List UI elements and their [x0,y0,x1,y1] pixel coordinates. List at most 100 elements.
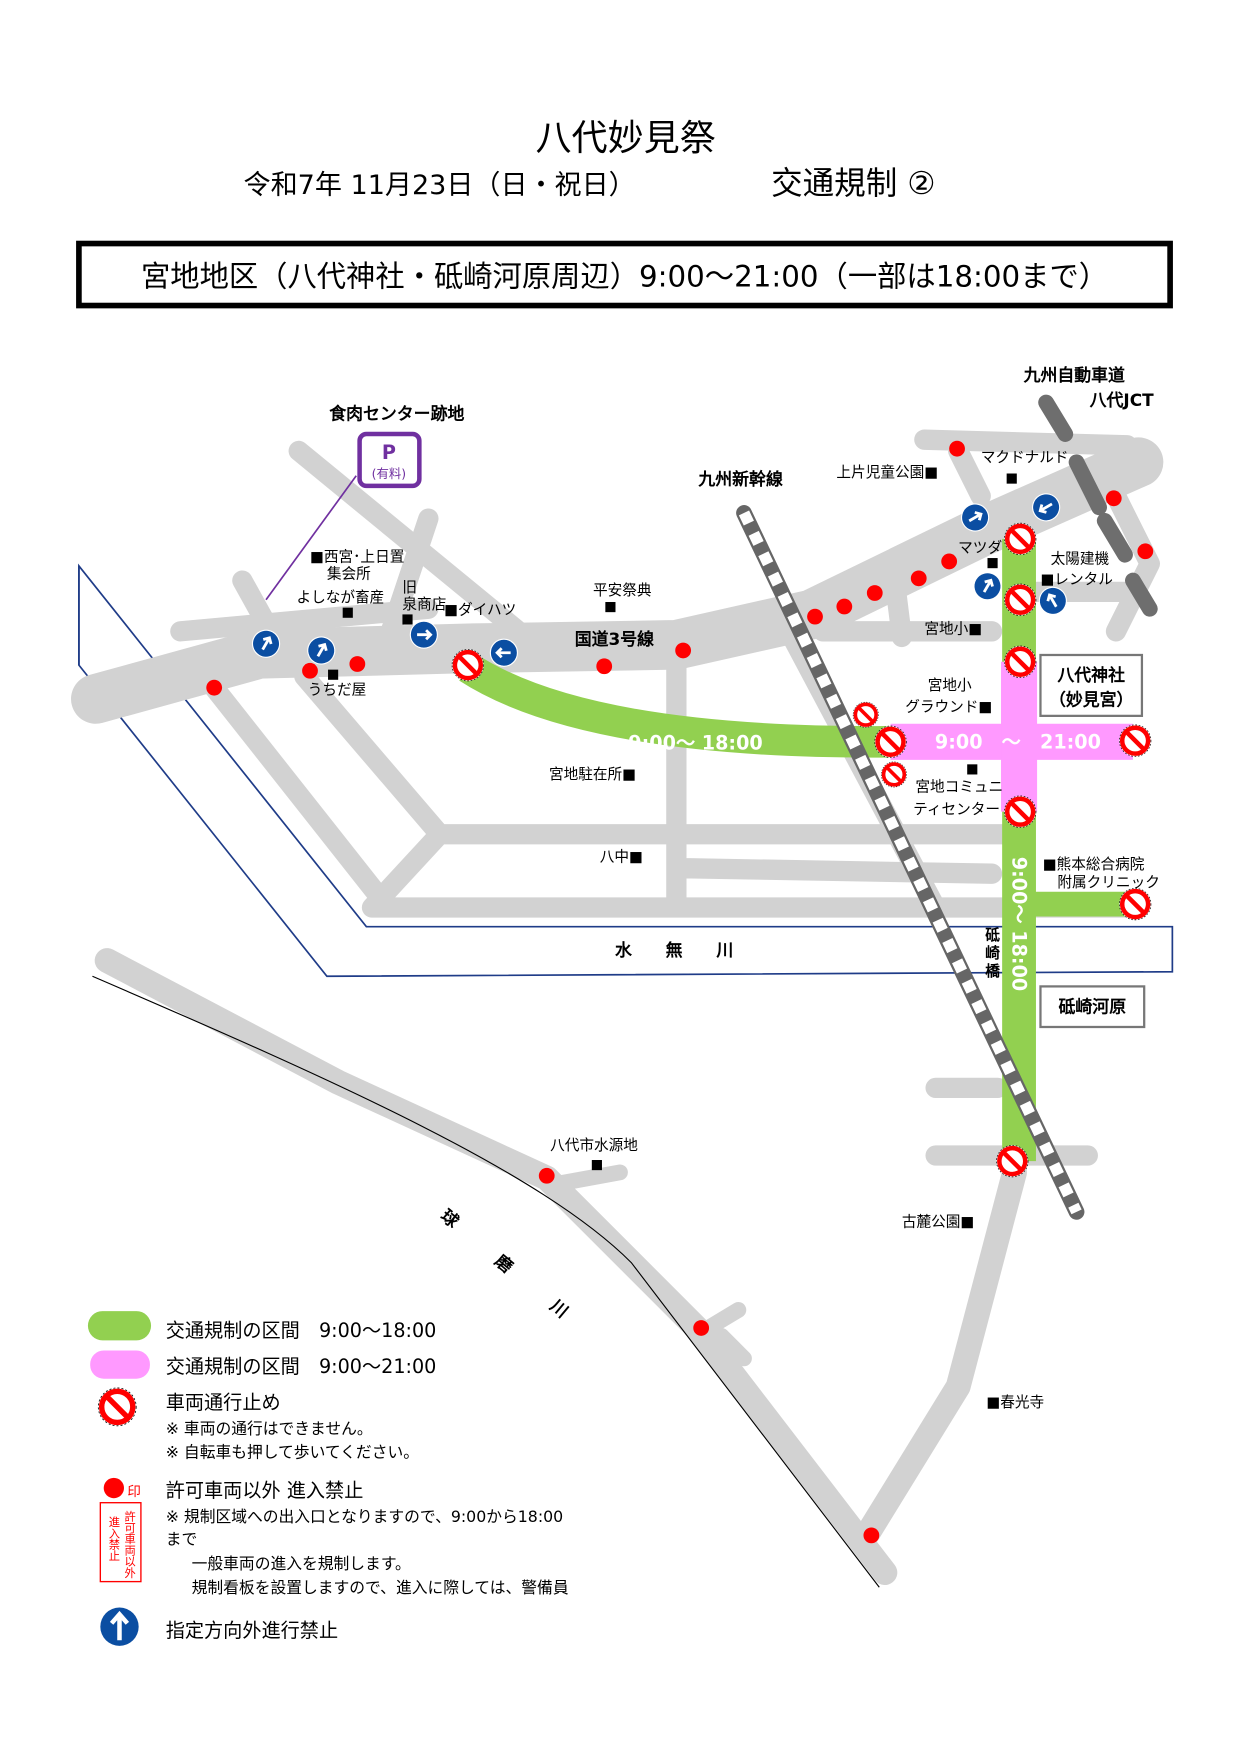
no-entry-icon [452,649,484,681]
permit-sign-box [99,1502,142,1583]
parking-box [357,431,422,489]
shrine-box [1039,653,1144,717]
landmark-label: うちだ屋 [308,681,367,698]
green-section-west [459,654,891,758]
green-time-label: 9:00～ 18:00 [628,732,762,755]
permit-dot [866,585,883,601]
no-entry-icon [851,700,881,730]
date-subtitle: 令和7年 11月23日（日・祝日） [244,170,636,201]
landmark-label: 旧 [402,579,417,596]
legend-permit-note: 規制看板を設置しますので、進入に際しては、警備員 [192,1578,569,1597]
permit-dot [675,642,692,659]
legend-permit-note: ※ 規制区域への出入口となりますので、9:00から18:00 [166,1507,564,1526]
landmark-label: 太陽建機 [1051,551,1110,568]
parking-icon: P [382,441,396,464]
no-entry-icon [1004,523,1036,555]
legend-pink-label: 交通規制の区間 9:00～21:00 [166,1355,437,1378]
banner-box [76,240,1173,309]
landmark-label: よしなが畜産 [296,589,384,606]
permit-dot [836,598,853,615]
permit-dot [910,570,927,587]
landmark-label: グラウンド■ [905,698,992,715]
no-entry-icon [997,1145,1029,1177]
permit-dot [1105,490,1122,507]
kuma-river-char: 川 [546,1295,573,1322]
mizunashi-river-label: 水 無 川 [615,940,733,960]
legend-green-swatch [87,1311,152,1341]
expressway-label: 九州自動車道 [1023,365,1125,385]
kawara-label: 砥崎河原 [1059,996,1127,1016]
landmarks: ■西宮･上日置 集会所 よしなが畜産 旧 泉商店 ■ダイハツ うちだ屋 平安祭典… [296,449,1159,1411]
landmark-label: ■レンタル [1040,571,1112,588]
legend-stop-note: ※ 車両の通行はできません。 [166,1419,373,1438]
landmark-label: 泉商店 [402,596,446,613]
route3-label: 国道3号線 [575,629,654,649]
parking-fee-note: (有料) [372,466,406,481]
green-vertical-time-label: 9:00～ 18:00 [1007,857,1030,991]
bridge-char: 崎 [985,945,1000,962]
legend-no-entry-icon [98,1388,136,1426]
pink-time-label: 9:00 ～ 21:00 [935,731,1101,754]
jct-label: 八代JCT [1090,390,1154,410]
permit-dot [863,1527,880,1544]
legend-stop-note: ※ 自転車も押して歩いてください。 [166,1443,419,1462]
permit-dot [941,553,958,570]
legend-permit-title: 許可車両以外 進入禁止 [166,1479,364,1502]
landmark-label: ■ダイハツ [444,601,516,618]
landmark-label: 八代市水源地 [550,1137,638,1154]
left-arrow-icon [488,637,519,668]
landmark-label: ■西宮･上日置 [310,548,404,565]
shrine-name: 八代神社 [1057,665,1125,685]
permit-dot [206,679,223,696]
kuma-river-line [92,975,880,1588]
landmark-label: 宮地コミュニ [915,778,1003,795]
no-entry-icon [879,760,909,789]
legend-pink-swatch [90,1350,150,1379]
landmark-label: 平安祭典 [593,582,652,599]
right-arrow-icon [408,619,439,650]
permit-sign-text: 進入禁止 [107,1516,120,1561]
no-entry-icon [1004,646,1036,678]
no-entry-icon [1119,888,1151,920]
landmark-label: 上片児童公園■ [836,463,938,481]
permit-dot [596,658,613,675]
landmark-label: 古麓公園■ [902,1214,974,1231]
legend-permit-note: 一般車両の進入を規制します。 [192,1554,411,1573]
landmark-label: 宮地小 [928,677,972,694]
legend-dot-mark: 印 [127,1484,141,1500]
legend-one-way-icon [100,1607,139,1646]
expressway [1038,394,1158,617]
landmark-label: 宮地駐在所■ [549,766,636,783]
landmark-label: ティセンター [913,801,1000,818]
legend-green-label: 交通規制の区間 9:00～18:00 [166,1319,437,1342]
banner-text: 宮地地区（八代神社・砥崎河原周辺）9:00～21:00（一部は18:00まで） [141,259,1108,293]
kuma-river-char: 磨 [491,1250,517,1276]
permit-dot [302,662,318,679]
permit-dot [693,1320,710,1336]
legend-red-dot [103,1477,124,1499]
landmark-label: ■春光寺 [986,1394,1044,1411]
kuma-river-char: 球 [437,1205,463,1231]
no-entry-icon [1004,796,1036,828]
no-entry-icon [1119,725,1151,757]
permit-sign-text: 許可車両以外 [123,1511,136,1579]
no-entry-icon [875,726,907,758]
legend: 交通規制の区間 9:00～18:00 交通規制の区間 9:00～21:00 車両… [87,1311,569,1646]
landmark-label: マクドナルド [981,449,1069,466]
direction-arrow-icon [967,566,1008,607]
permit-dot [949,440,965,457]
legend-stop-title: 車両通行止め [166,1391,281,1414]
regulation-subtitle: 交通規制 ② [771,166,936,202]
bridge-char: 橋 [985,962,1000,980]
parking-site-label: 食肉センター跡地 [329,403,464,423]
permit-dot [538,1167,555,1184]
kawara-box [1039,985,1146,1029]
landmark-label: 集会所 [327,565,371,582]
legend-direction-title: 指定方向外進行禁止 [166,1619,338,1642]
landmark-label: 附属クリニック [1057,874,1159,891]
bridge-char: 砥 [985,926,1000,944]
no-entry-icon [1004,584,1036,616]
permit-dot [807,608,823,625]
landmark-label: 八中■ [600,848,643,865]
